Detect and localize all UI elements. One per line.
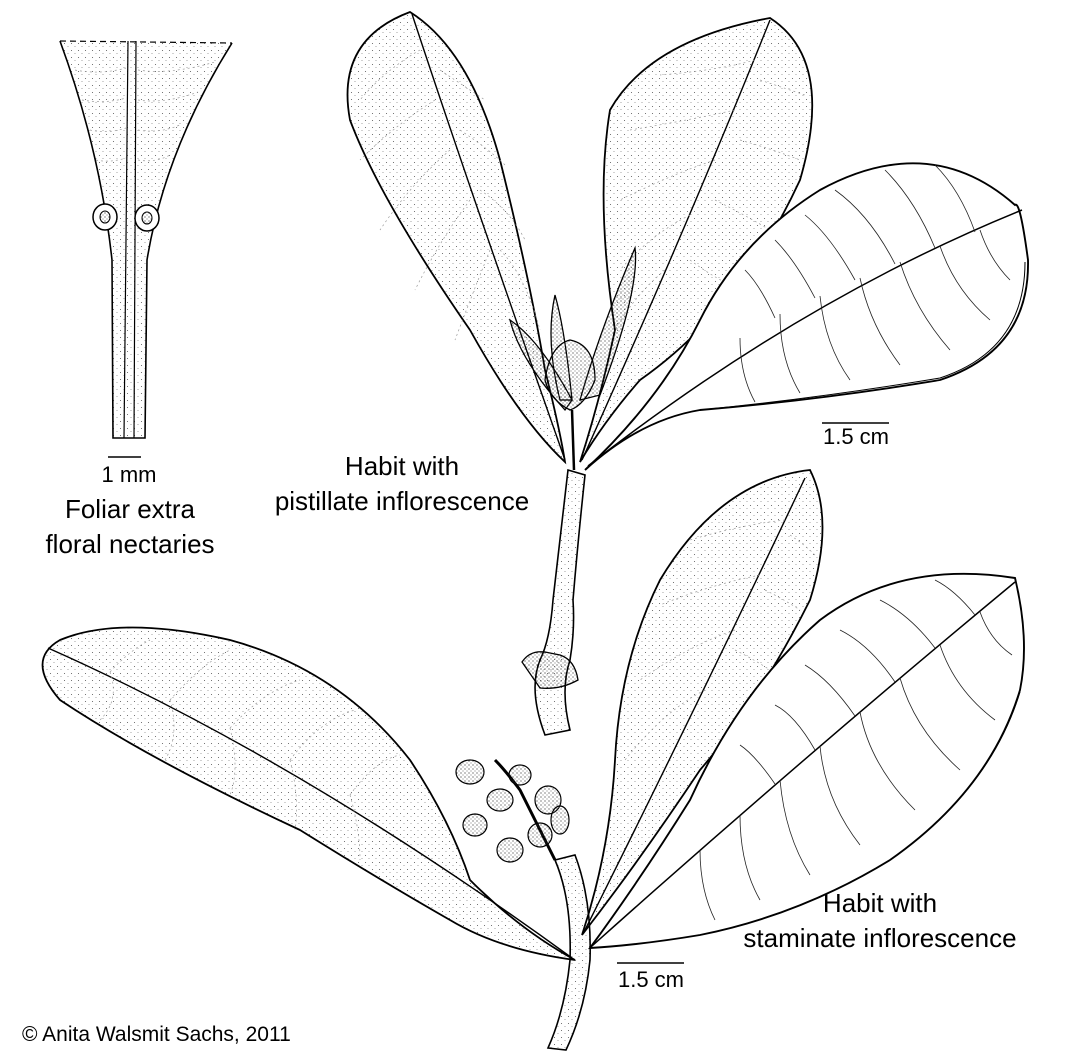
- staminate-caption-line1: Habit with: [822, 888, 938, 918]
- pistillate-leaf-right: [584, 162, 1029, 471]
- pistillate-caption-line1: Habit with: [344, 451, 460, 481]
- staminate-leaf-right: [588, 572, 1025, 950]
- staminate-scale-label: 1.5 cm: [617, 967, 685, 992]
- nectary-venation: [74, 61, 216, 162]
- staminate-leaf-middle: [581, 469, 824, 936]
- midrib-line-left: [123, 40, 129, 439]
- petiole-base: [59, 40, 233, 439]
- pistillate-leaf-left: [346, 11, 567, 465]
- nectary-gland-right: [134, 204, 160, 232]
- nectary-caption-line1: Foliar extra: [64, 494, 196, 524]
- copyright-notice: © Anita Walsmit Sachs, 2011: [22, 1023, 291, 1046]
- nectary-detail: [59, 40, 233, 458]
- nectary-scale-label: 1 mm: [101, 462, 157, 487]
- staminate-inflorescence: [455, 758, 570, 863]
- staminate-leaf-left: [41, 626, 576, 961]
- leaf-scar: [521, 651, 579, 689]
- pistillate-scale-label: 1.5 cm: [822, 424, 890, 449]
- nectary-gland-left: [92, 203, 118, 231]
- staminate-caption-line2: staminate inflorescence: [743, 923, 1017, 953]
- midrib-line-right: [133, 40, 137, 439]
- pistillate-habit: [346, 11, 1029, 736]
- staminate-habit: [41, 469, 1025, 1051]
- nectary-caption-line2: floral nectaries: [45, 529, 215, 559]
- pistillate-inflorescence: [508, 245, 637, 471]
- pistillate-caption-line2: pistillate inflorescence: [274, 486, 530, 516]
